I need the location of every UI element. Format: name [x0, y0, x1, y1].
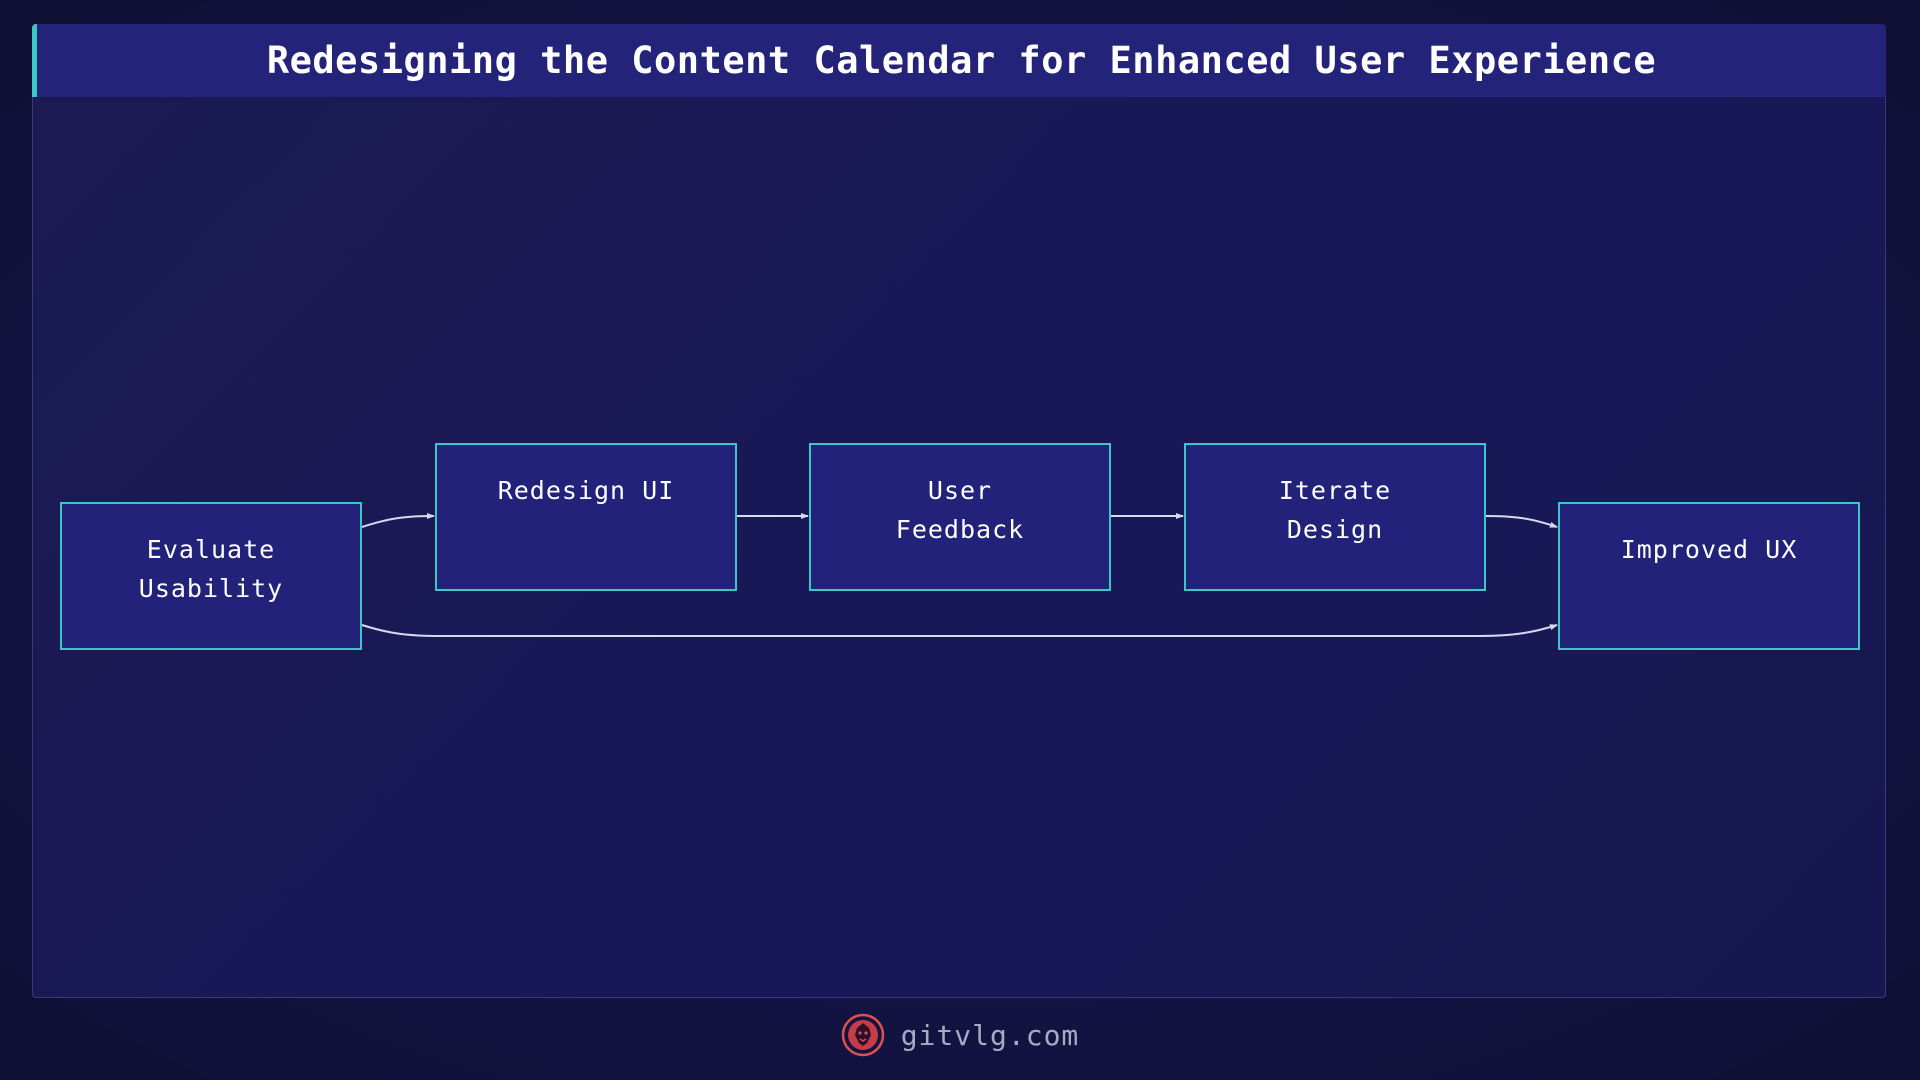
node-box [1184, 443, 1486, 591]
node-label: Iterate [1279, 476, 1391, 505]
node-label: Evaluate [147, 535, 275, 564]
page-title: Redesigning the Content Calendar for Enh… [266, 39, 1657, 82]
node-improved: Improved UX [1558, 502, 1860, 650]
node-label: Design [1287, 515, 1383, 544]
edges [361, 513, 1558, 637]
node-box [809, 443, 1111, 591]
node-label: Usability [139, 574, 283, 603]
title-bar: Redesigning the Content Calendar for Enh… [32, 24, 1886, 97]
node-redesign: Redesign UI [435, 443, 737, 591]
node-box [1558, 502, 1860, 650]
node-box [60, 502, 362, 650]
edge-iterate-improved [1484, 515, 1558, 528]
footer-site: gitvlg.com [900, 1018, 1080, 1052]
node-label: Improved UX [1621, 535, 1798, 564]
node-label: User [928, 476, 992, 505]
node-box [435, 443, 737, 591]
lion-logo-icon [841, 1013, 884, 1057]
edge-evaluate-improved [361, 624, 1558, 637]
node-label: Redesign UI [498, 476, 675, 505]
footer: gitvlg.com [0, 1010, 1920, 1060]
node-label: Feedback [896, 515, 1024, 544]
edge-evaluate-redesign [361, 513, 435, 528]
